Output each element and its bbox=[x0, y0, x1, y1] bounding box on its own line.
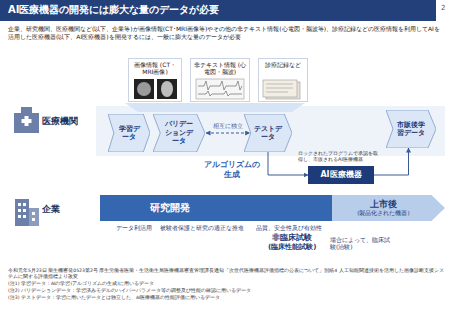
text-label: 企業、研究機関、医療機関など(以下、企業等)が画像情報(CT･MRI画像等)やそ… bbox=[8, 25, 445, 41]
node-text: テストデータ bbox=[253, 125, 283, 142]
hospital-icon bbox=[14, 107, 39, 133]
chev-outline bbox=[108, 114, 150, 152]
band-shape bbox=[100, 195, 332, 221]
edge-label: 相互に独立 bbox=[212, 123, 244, 130]
text-label: ロックされたプログラムで承認を取得し、市販されるAI医療機器 bbox=[298, 150, 378, 163]
footnote: (注3) テストデータ：学習に用いたデータとは独立した、AI医療機器の性能評価に… bbox=[8, 295, 445, 301]
nontext-info-box: 非テキスト情報 (心電図・脳波) bbox=[190, 58, 250, 102]
node-text: 上市後 bbox=[370, 199, 397, 210]
text-label: (臨床性能試験) bbox=[268, 243, 316, 251]
node-text: バリデーションデータ bbox=[162, 120, 196, 145]
connector bbox=[206, 133, 250, 134]
node-text: AI医療機器 bbox=[320, 170, 361, 180]
phase-arrow: 上市後(製品化された機器) bbox=[332, 195, 445, 221]
node-text: 非テキスト情報 (心電図・脳波) bbox=[193, 61, 247, 75]
text-label: 被験者保護と研究の適正な推進 bbox=[160, 224, 244, 231]
footnote: 令和元年5月23日 薬生機審発0523第2号 厚生労働省医薬・生活衛生局医療機器… bbox=[8, 268, 445, 280]
chev-outline bbox=[386, 110, 436, 148]
text-label: 企業 bbox=[42, 204, 60, 215]
connector bbox=[374, 148, 409, 175]
footnote: (注2) バリデーションデータ：学習済みモデルのハイパーパラメータ等の調整及び性… bbox=[8, 288, 445, 294]
text-label: 場合によって、臨床試験(治験) bbox=[330, 236, 392, 250]
chev-outline bbox=[244, 114, 292, 152]
ecg-image bbox=[196, 79, 244, 99]
data-chevron: バリデーションデータ bbox=[153, 114, 205, 152]
band-outline bbox=[100, 195, 332, 221]
record-image bbox=[263, 80, 300, 99]
node-text: 診療記録など bbox=[265, 61, 301, 68]
image-info-box: 画像情報 (CT・MRI画像) bbox=[128, 58, 182, 102]
text-label: 2 bbox=[441, 4, 445, 12]
text-label: アルゴリズムの生成 bbox=[204, 160, 260, 179]
node-text: 学習データ bbox=[117, 125, 141, 142]
title-bar bbox=[0, 0, 436, 21]
text-label: データ利活用 bbox=[116, 224, 152, 231]
device-box: AI医療機器 bbox=[308, 166, 374, 184]
ct-image bbox=[134, 79, 177, 99]
node-text: 画像情報 (CT・MRI画像) bbox=[131, 61, 179, 75]
data-chevron: テストデータ bbox=[244, 114, 292, 152]
data-chevron: 市販後学習データ bbox=[386, 110, 436, 148]
slide-title: AI医療機器の開発には膨大な量のデータが必要 bbox=[8, 4, 219, 16]
data-chevron: 学習データ bbox=[108, 114, 150, 152]
node-text: (製品化された機器) bbox=[357, 210, 409, 217]
data-flow-arrow bbox=[125, 103, 305, 112]
node-text: 研究開発 bbox=[150, 202, 190, 214]
text-label: 品質、安全性及び有効性 bbox=[256, 224, 322, 231]
hospital-band bbox=[96, 106, 445, 156]
node-text: 市販後学習データ bbox=[395, 121, 427, 138]
arrow-outline bbox=[332, 195, 445, 221]
footnote: (注1) 学習データ：AIの学習(アルゴリズムの生成)に用いるデータ bbox=[8, 281, 445, 287]
chev-outline bbox=[153, 114, 205, 152]
record-info-box: 診療記録など bbox=[258, 58, 308, 102]
text-label: 非臨床試験 bbox=[272, 233, 312, 242]
text-label: 医療機関 bbox=[42, 116, 78, 127]
phase-band: 研究開発 bbox=[100, 195, 332, 221]
company-icon bbox=[15, 199, 39, 226]
